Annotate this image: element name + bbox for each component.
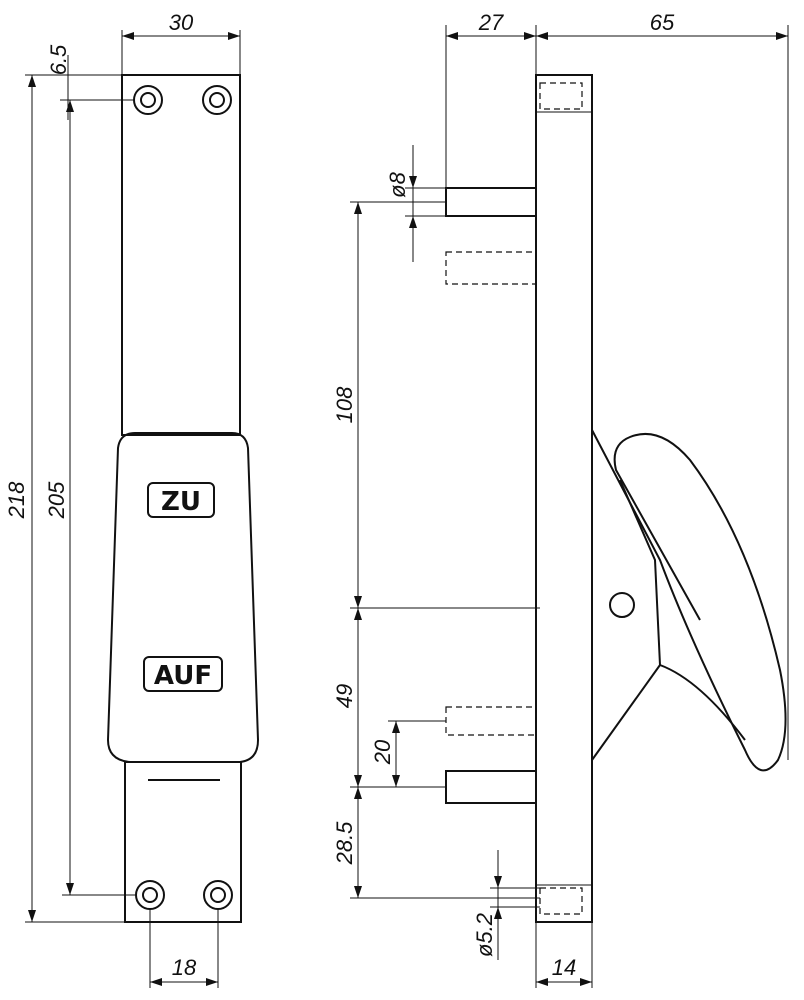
- pivot-icon: [609, 592, 635, 618]
- zu-label: ZU: [161, 487, 201, 517]
- front-upper-plate: [121, 74, 241, 436]
- zu-label-box: [147, 482, 215, 518]
- dim-top-offset: 6.5: [46, 44, 71, 75]
- front-lower-plate: [124, 761, 242, 923]
- dim-pin-spacing: 20: [370, 739, 395, 765]
- side-base-plate: [535, 74, 593, 923]
- front-view: ZU AUF 30 6.5 218 205 18: [4, 10, 260, 988]
- side-view: 27 65 ø8 108 49 20: [332, 10, 789, 988]
- pin-top: [445, 187, 537, 217]
- dim-depth-base: 27: [478, 10, 504, 35]
- mounting-hole-icon: [202, 85, 232, 115]
- mounting-hole-icon: [135, 880, 165, 910]
- hidden-screw-hole-bottom: [539, 887, 583, 915]
- auf-label-box: [143, 656, 223, 692]
- auf-label: AUF: [154, 661, 212, 691]
- dim-overall-height: 218: [4, 481, 29, 519]
- dim-plate-thickness: 14: [552, 955, 576, 980]
- dim-pin-to-pivot: 108: [332, 386, 357, 423]
- handle-base: [591, 664, 661, 761]
- dim-hole-diameter: ø5.2: [472, 913, 497, 957]
- handle-arm: [591, 429, 787, 772]
- dim-hole-spacing: 205: [44, 481, 69, 519]
- handle-inner: [619, 479, 746, 741]
- pin-bottom: [445, 770, 537, 804]
- mounting-hole-icon: [203, 880, 233, 910]
- dim-pin-diameter: ø8: [385, 171, 410, 197]
- dim-pivot-to-pin: 49: [332, 684, 357, 708]
- dim-pin-to-bottom: 28.5: [332, 821, 357, 866]
- pin-bottom-hidden: [445, 706, 537, 736]
- pin-top-hidden: [445, 251, 537, 285]
- mounting-hole-icon: [133, 85, 163, 115]
- dim-width: 30: [169, 10, 194, 35]
- dim-depth-handle: 65: [650, 10, 675, 35]
- dim-bottom-hole-spacing: 18: [172, 955, 197, 980]
- hidden-screw-hole-top: [539, 82, 583, 110]
